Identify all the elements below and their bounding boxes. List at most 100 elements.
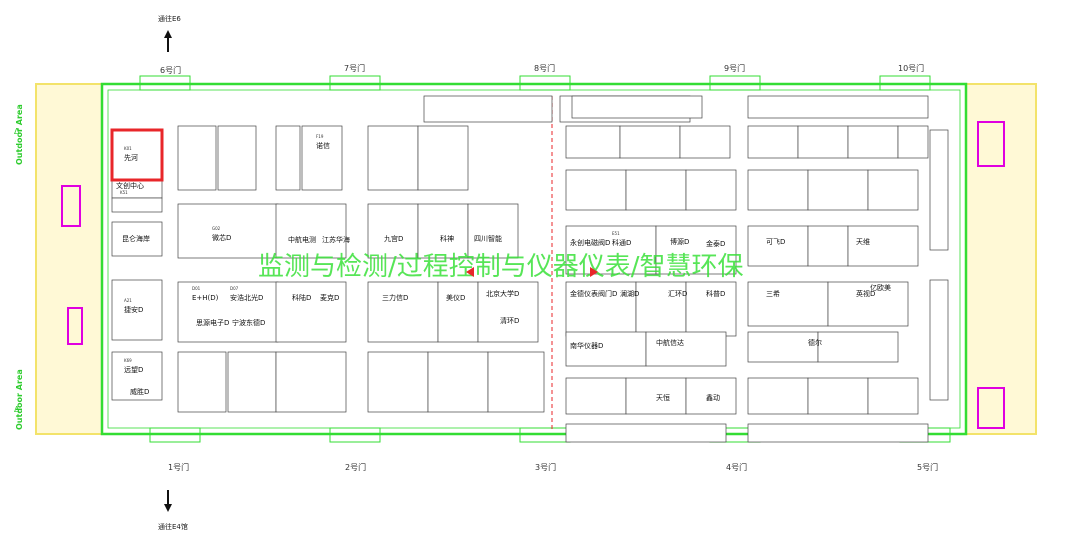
- booth-block[interactable]: [747, 281, 829, 327]
- highlighted-booth[interactable]: [110, 128, 164, 182]
- booth-block[interactable]: [367, 281, 439, 343]
- booth-block[interactable]: [565, 331, 647, 367]
- booth-name: 博源D: [670, 237, 689, 246]
- booth-block[interactable]: [685, 281, 737, 337]
- booth-block[interactable]: [679, 125, 731, 159]
- booth-block[interactable]: [625, 377, 687, 415]
- booth-block[interactable]: [565, 377, 627, 415]
- booth-block[interactable]: [565, 169, 627, 211]
- booth-block[interactable]: [847, 225, 919, 267]
- booth-block[interactable]: [301, 125, 343, 191]
- booth-grid: [111, 95, 949, 443]
- booth-block[interactable]: [867, 169, 919, 211]
- booth-block[interactable]: [685, 377, 737, 415]
- booth-block[interactable]: [437, 281, 479, 343]
- gate-bottom-3: 3号门: [535, 462, 556, 472]
- booth-block[interactable]: [571, 95, 703, 119]
- east-annex: [965, 83, 1037, 435]
- north-arrow-stem: [167, 38, 169, 52]
- booth-block[interactable]: [111, 279, 163, 341]
- booth-block[interactable]: [177, 203, 279, 259]
- booth-name: 科普D: [706, 289, 725, 298]
- booth-block[interactable]: [423, 95, 553, 123]
- booth-block[interactable]: [867, 377, 919, 415]
- gate-bays-top: [139, 75, 931, 91]
- booth-block[interactable]: [417, 125, 469, 191]
- booth-block[interactable]: [625, 169, 687, 211]
- service-room: [977, 121, 1005, 167]
- booth-block[interactable]: [747, 169, 809, 211]
- booth-block[interactable]: [897, 125, 929, 159]
- booth-block[interactable]: [367, 351, 429, 413]
- booth-block[interactable]: [111, 221, 163, 257]
- booth-name: 天维: [856, 237, 870, 246]
- delta-icon: Δ: [14, 127, 20, 136]
- booth-block[interactable]: [807, 169, 869, 211]
- booth-name: 昆仑海岸: [122, 234, 150, 243]
- booth-block[interactable]: [275, 351, 347, 413]
- booth-name: 九宫D: [384, 234, 403, 243]
- booth-block[interactable]: [747, 377, 809, 415]
- booth-block[interactable]: [747, 95, 929, 119]
- booth-block[interactable]: [807, 225, 849, 267]
- booth-block[interactable]: [635, 281, 687, 337]
- gate-bottom-2: 2号门: [345, 462, 366, 472]
- booth-name: 科陆D: [292, 293, 311, 302]
- south-label: 通往E4馆: [158, 523, 188, 531]
- booth-block[interactable]: [929, 129, 949, 251]
- booth-block[interactable]: [747, 331, 819, 363]
- north-arrow-icon: [164, 30, 172, 38]
- booth-block[interactable]: [111, 351, 163, 401]
- outdoor-label-top: Outdoor Area: [15, 104, 24, 165]
- booth-name: 清环D: [500, 316, 519, 325]
- booth-name: 宁波东德D: [232, 318, 265, 327]
- booth-block[interactable]: [645, 331, 727, 367]
- booth-name: 科通D: [612, 238, 631, 247]
- delta-icon: Δ: [14, 405, 20, 414]
- booth-block[interactable]: [847, 125, 899, 159]
- booth-block[interactable]: [817, 331, 899, 363]
- booth-block[interactable]: [685, 169, 737, 211]
- booth-block[interactable]: [747, 225, 809, 267]
- marker-left-icon: [466, 267, 474, 277]
- booth-block[interactable]: [275, 281, 347, 343]
- booth-block[interactable]: [217, 125, 257, 191]
- booth-block[interactable]: [747, 423, 929, 443]
- booth-block[interactable]: [477, 281, 539, 343]
- booth-block[interactable]: [467, 203, 519, 259]
- booth-block[interactable]: [827, 281, 909, 327]
- booth-block[interactable]: [565, 423, 727, 443]
- booth-name: 鑫动: [706, 393, 720, 402]
- booth-name: 北京大学D: [486, 289, 519, 298]
- booth-name: 金泰D: [706, 239, 725, 248]
- booth-block[interactable]: [655, 225, 737, 275]
- booth-block[interactable]: [177, 125, 217, 191]
- booth-name: 科神: [440, 234, 454, 243]
- booth-code: D07: [230, 286, 239, 291]
- booth-labels: 先河K01文创中心K51昆仑海岸捷安DA21远望DK69威胜D微芯DG02E+H…: [116, 134, 891, 402]
- booth-block[interactable]: [177, 351, 227, 413]
- booth-block[interactable]: [807, 377, 869, 415]
- booth-name: 诺信: [316, 141, 330, 150]
- booth-block[interactable]: [177, 281, 279, 343]
- booth-block[interactable]: [565, 225, 657, 275]
- category-banner: 监测与检测/过程控制与仪器仪表/智慧环保: [258, 252, 744, 282]
- booth-block[interactable]: [565, 281, 637, 337]
- booth-block[interactable]: [275, 125, 301, 191]
- booth-block[interactable]: [619, 125, 681, 159]
- booth-block[interactable]: [275, 203, 347, 259]
- booth-name: 思源电子D: [196, 318, 229, 327]
- booth-name: 文创中心: [116, 181, 144, 190]
- booth-block[interactable]: [427, 351, 489, 413]
- booth-block[interactable]: [797, 125, 849, 159]
- booth-block[interactable]: [565, 125, 621, 159]
- booth-block[interactable]: [227, 351, 277, 413]
- booth-block[interactable]: [487, 351, 545, 413]
- booth-block[interactable]: [111, 197, 163, 213]
- booth-block[interactable]: [929, 279, 949, 401]
- booth-block[interactable]: [367, 125, 419, 191]
- booth-block[interactable]: [417, 203, 469, 259]
- booth-block[interactable]: [747, 125, 799, 159]
- booth-block[interactable]: [367, 203, 419, 259]
